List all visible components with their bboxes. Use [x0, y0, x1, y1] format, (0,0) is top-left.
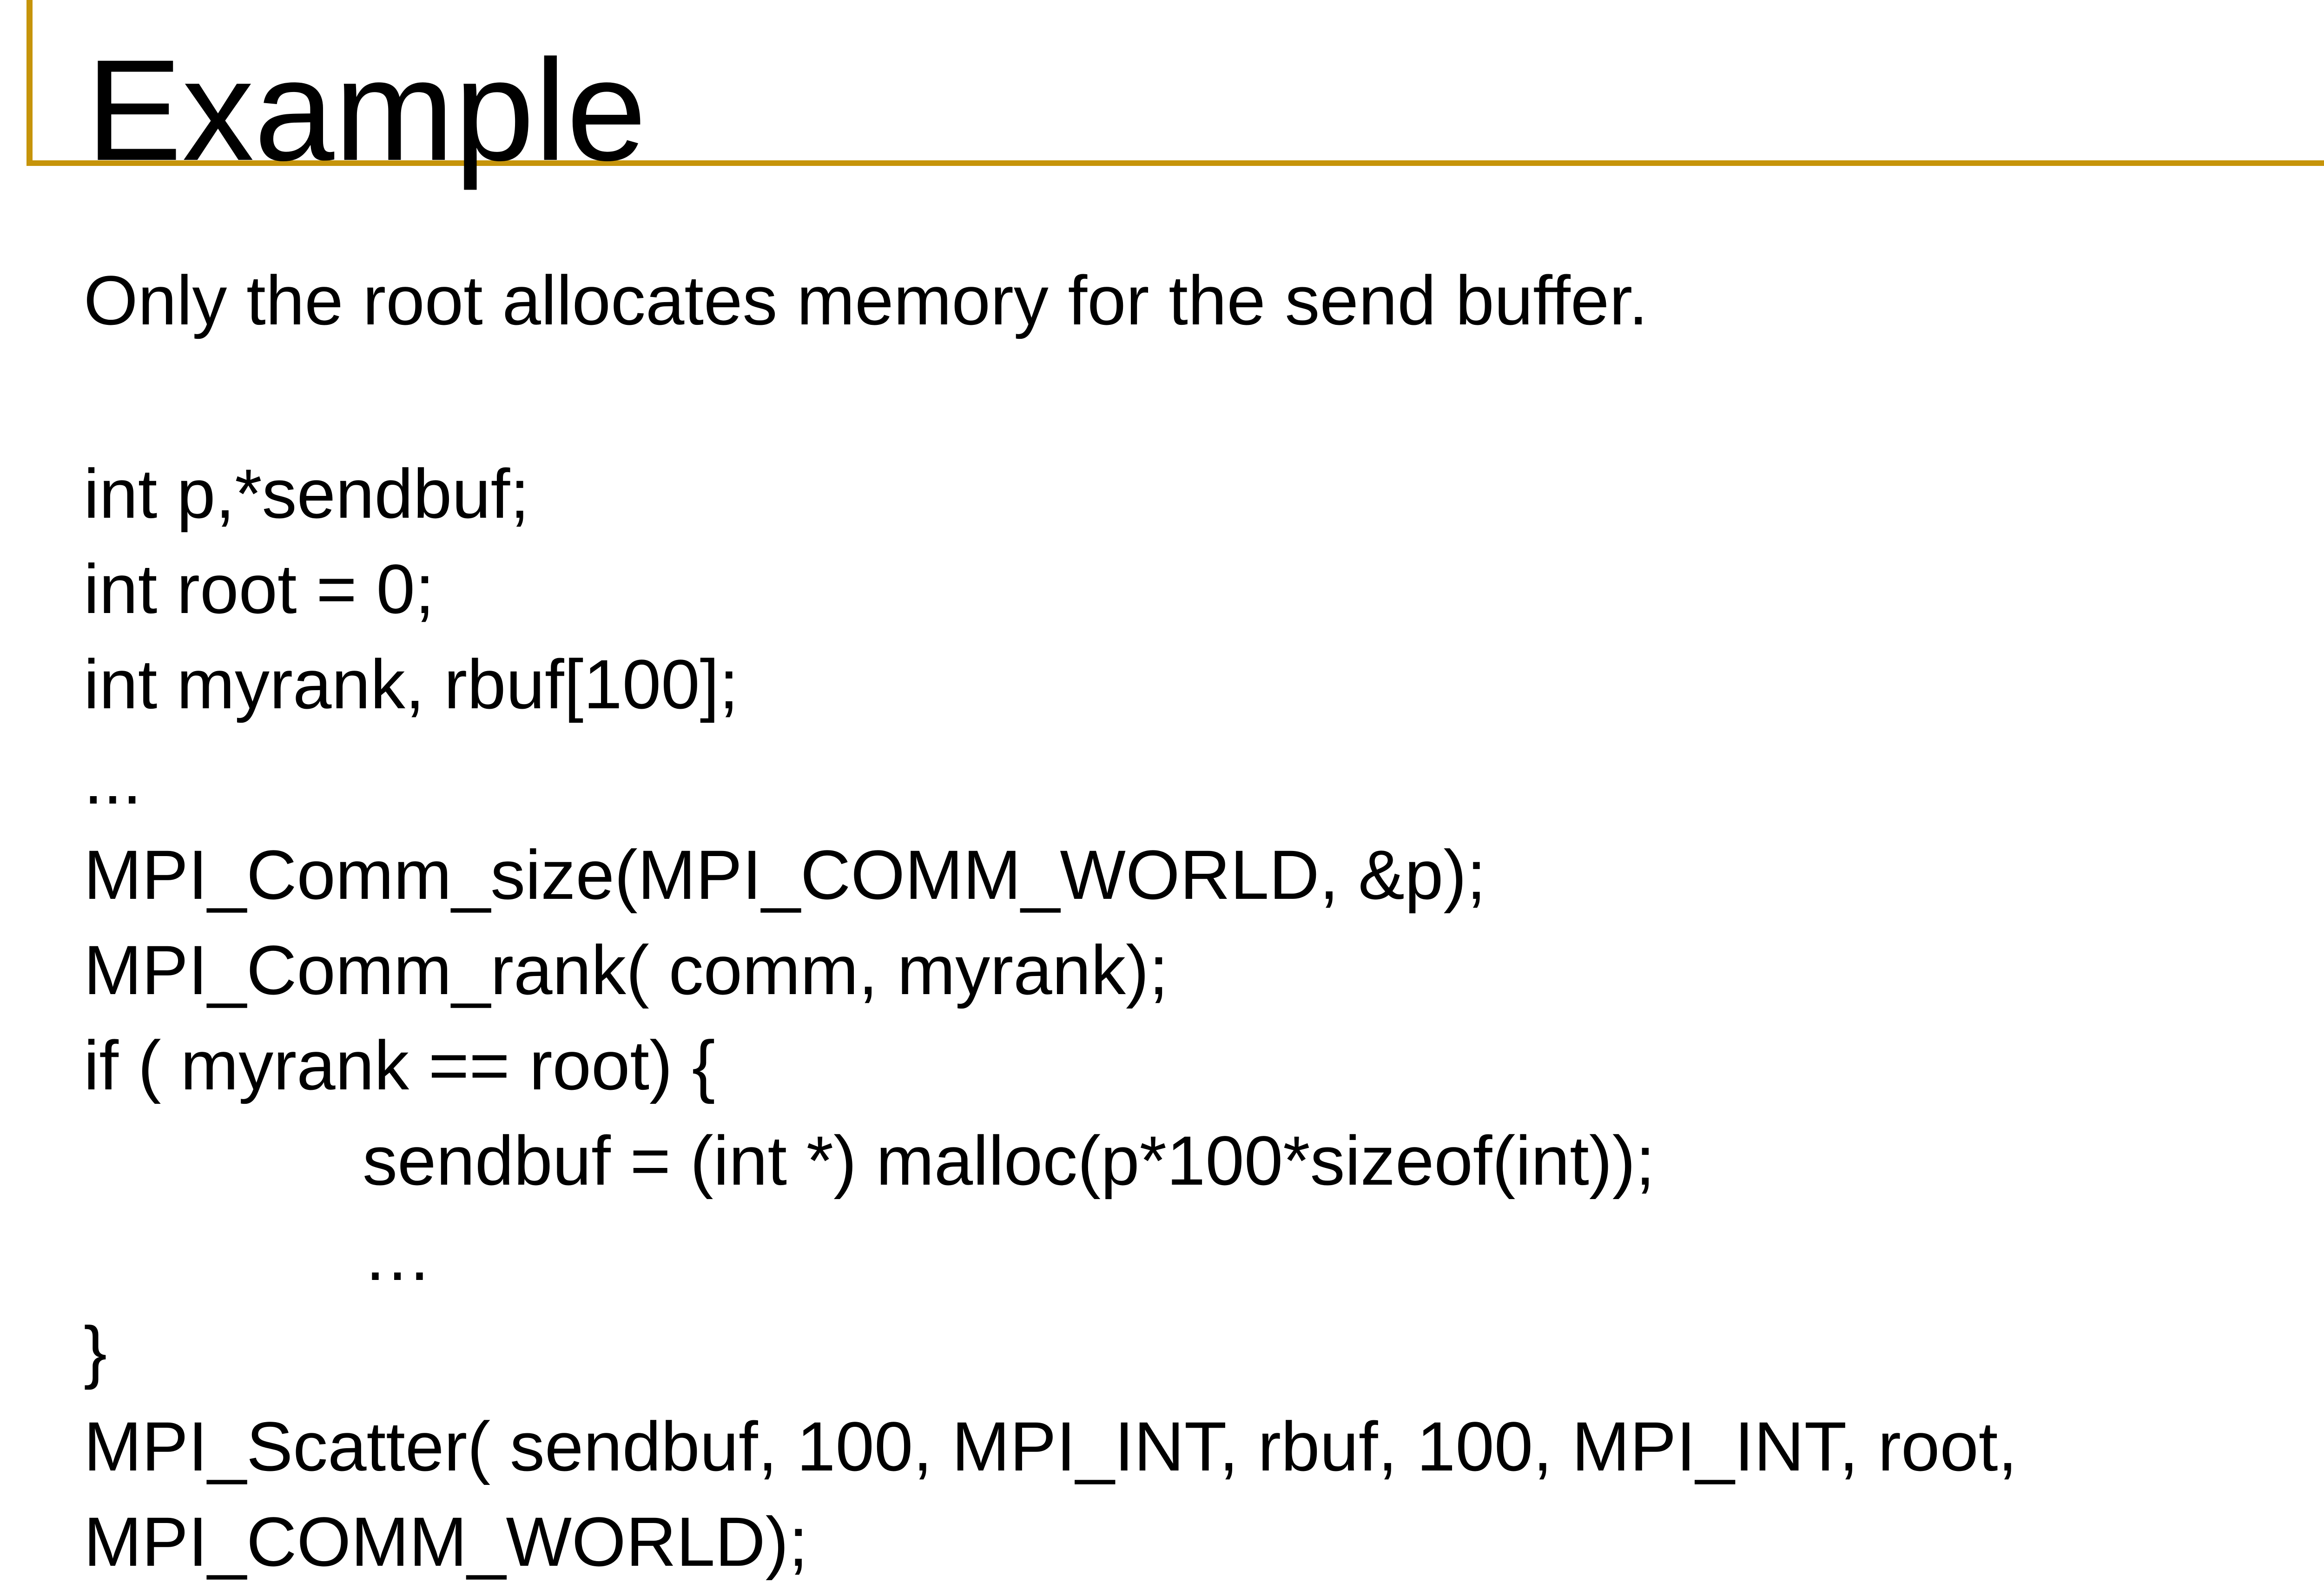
code-line-ellipsis: ...	[84, 740, 142, 818]
intro-text: Only the root allocates memory for the s…	[84, 261, 1648, 339]
code-line: MPI_Scatter( sendbuf, 100, MPI_INT, rbuf…	[84, 1407, 2018, 1485]
slide-title: Example	[86, 29, 647, 191]
code-line: MPI_Comm_rank( comm, myrank);	[84, 931, 1169, 1009]
code-line: int root = 0;	[84, 550, 435, 628]
code-line: sendbuf = (int *) malloc(p*100*sizeof(in…	[363, 1121, 1655, 1200]
code-block: int p,*sendbuf; int root = 0; int myrank…	[84, 446, 2324, 1589]
code-line: int myrank, rbuf[100];	[84, 645, 739, 723]
code-line: MPI_COMM_WORLD);	[84, 1503, 808, 1581]
accent-vertical-line	[26, 0, 33, 166]
slide-body: Only the root allocates memory for the s…	[84, 251, 2324, 1589]
code-line: if ( myrank == root) {	[84, 1026, 715, 1104]
code-line-ellipsis: …	[363, 1217, 432, 1295]
code-line: }	[84, 1312, 107, 1390]
code-line: MPI_Comm_size(MPI_COMM_WORLD, &p);	[84, 836, 1486, 914]
accent-horizontal-rule	[26, 160, 2324, 166]
code-line: int p,*sendbuf;	[84, 455, 530, 533]
